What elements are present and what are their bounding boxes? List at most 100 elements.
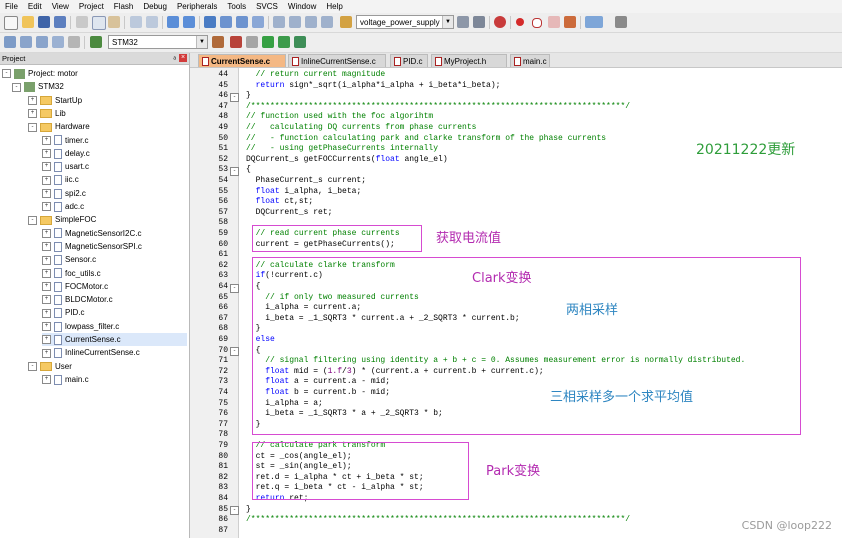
menu-edit[interactable]: Edit — [27, 2, 42, 11]
expand-icon[interactable]: + — [42, 162, 51, 172]
fold-toggle-icon[interactable]: - — [230, 92, 239, 102]
bookmark-next-icon[interactable] — [236, 16, 248, 28]
stop-build-icon[interactable] — [68, 36, 80, 48]
tree-item[interactable]: +Sensor.c — [42, 253, 187, 266]
find-in-files-icon[interactable] — [340, 16, 352, 28]
code-area[interactable]: // return current magnitude return sign*… — [246, 68, 842, 538]
find-icon[interactable] — [457, 16, 469, 28]
fold-toggle-icon[interactable]: - — [230, 283, 239, 293]
expand-icon[interactable]: + — [28, 109, 37, 119]
cut-icon[interactable] — [76, 16, 88, 28]
editor-tab[interactable]: PID.c — [390, 54, 428, 67]
chevron-down-icon[interactable]: ▼ — [442, 16, 453, 28]
collapse-icon[interactable]: - — [28, 361, 37, 371]
breakpoint-enable-icon[interactable] — [532, 18, 542, 28]
tree-item[interactable]: +usart.c — [42, 160, 187, 173]
editor-tab[interactable]: InlineCurrentSense.c — [288, 54, 386, 67]
expand-icon[interactable]: + — [42, 228, 51, 238]
manage-components-icon[interactable] — [246, 36, 258, 48]
tree-item[interactable]: +delay.c — [42, 147, 187, 160]
breakpoint-kill-all-icon[interactable] — [564, 16, 576, 28]
expand-icon[interactable]: + — [42, 268, 51, 278]
paste-icon[interactable] — [108, 16, 120, 28]
menu-project[interactable]: Project — [78, 2, 104, 11]
incremental-find-icon[interactable] — [473, 16, 485, 28]
save-all-icon[interactable] — [54, 16, 66, 28]
expand-icon[interactable]: + — [42, 149, 51, 159]
window-layout-icon[interactable] — [585, 16, 603, 28]
close-icon[interactable]: × — [179, 54, 187, 62]
expand-icon[interactable]: + — [42, 282, 51, 292]
target-combo[interactable]: STM32 ▼ — [108, 35, 208, 49]
collapse-icon[interactable]: - — [12, 82, 21, 92]
pin-icon[interactable]: ᵃ — [173, 56, 176, 63]
new-file-icon[interactable] — [4, 16, 18, 30]
debug-start-icon[interactable] — [494, 16, 506, 28]
indent-icon[interactable] — [273, 16, 285, 28]
bookmark-prev-icon[interactable] — [220, 16, 232, 28]
collapse-icon[interactable]: - — [28, 122, 37, 132]
batch-build-icon[interactable] — [52, 36, 64, 48]
editor-tab[interactable]: CurrentSense.c — [198, 54, 286, 67]
open-folder-icon[interactable] — [22, 16, 34, 28]
tree-item[interactable]: -Hardware — [28, 120, 187, 133]
menu-window[interactable]: Window — [287, 2, 317, 11]
tree-item[interactable]: +timer.c — [42, 134, 187, 147]
menu-peripherals[interactable]: Peripherals — [176, 2, 218, 11]
tree-item[interactable]: +MagneticSensorSPI.c — [42, 240, 187, 253]
outdent-icon[interactable] — [289, 16, 301, 28]
menu-debug[interactable]: Debug — [143, 2, 167, 11]
redo-icon[interactable] — [146, 16, 158, 28]
tree-item[interactable]: +FOCMotor.c — [42, 280, 187, 293]
collapse-icon[interactable]: - — [2, 69, 11, 79]
bookmark-clear-icon[interactable] — [252, 16, 264, 28]
rebuild-icon[interactable] — [36, 36, 48, 48]
tree-item[interactable]: +foc_utils.c — [42, 267, 187, 280]
menu-view[interactable]: View — [51, 2, 69, 11]
tree-item[interactable]: -User — [28, 360, 187, 373]
configure-icon[interactable] — [615, 16, 627, 28]
breakpoint-disable-all-icon[interactable] — [548, 16, 560, 28]
download-icon[interactable] — [90, 36, 102, 48]
expand-icon[interactable]: + — [42, 348, 51, 358]
tree-item[interactable]: +spi2.c — [42, 187, 187, 200]
editor-tab[interactable]: MyProject.h — [431, 54, 507, 67]
undo-icon[interactable] — [130, 16, 142, 28]
expand-icon[interactable]: + — [42, 202, 51, 212]
build-icon[interactable] — [20, 36, 32, 48]
menu-help[interactable]: Help — [326, 2, 343, 11]
menu-flash[interactable]: Flash — [113, 2, 134, 11]
breakpoint-insert-icon[interactable] — [516, 18, 524, 26]
uncomment-icon[interactable] — [321, 16, 333, 28]
tree-item[interactable]: +StartUp — [28, 94, 187, 107]
save-icon[interactable] — [38, 16, 50, 28]
target-options-icon[interactable] — [212, 36, 224, 48]
expand-icon[interactable]: + — [42, 242, 51, 252]
fold-toggle-icon[interactable]: - — [230, 506, 239, 516]
tree-item[interactable]: +InlineCurrentSense.c — [42, 346, 187, 359]
find-combo[interactable]: voltage_power_supply ▼ — [356, 15, 454, 29]
expand-icon[interactable]: + — [42, 295, 51, 305]
expand-icon[interactable]: + — [42, 308, 51, 318]
tree-item[interactable]: +CurrentSense.c — [42, 333, 187, 346]
editor-tab[interactable]: main.c — [510, 54, 550, 67]
tree-item[interactable]: +iic.c — [42, 173, 187, 186]
copy-icon[interactable] — [92, 16, 106, 30]
collapse-icon[interactable]: - — [28, 215, 37, 225]
nav-back-icon[interactable] — [167, 16, 179, 28]
nav-forward-icon[interactable] — [183, 16, 195, 28]
menu-svcs[interactable]: SVCS — [256, 2, 278, 11]
tree-item[interactable]: +lowpass_filter.c — [42, 320, 187, 333]
expand-icon[interactable]: + — [42, 255, 51, 265]
tree-item[interactable]: +BLDCMotor.c — [42, 293, 187, 306]
tree-item[interactable]: +Lib — [28, 107, 187, 120]
tree-item[interactable]: -Project: motor — [2, 67, 187, 80]
chevron-down-icon[interactable]: ▼ — [196, 36, 207, 48]
pack-installer-icon[interactable] — [294, 36, 306, 48]
tree-item[interactable]: +MagneticSensorI2C.c — [42, 227, 187, 240]
tree-item[interactable]: -SimpleFOC — [28, 213, 187, 226]
fold-toggle-icon[interactable]: - — [230, 166, 239, 176]
select-packs-icon[interactable] — [262, 36, 274, 48]
expand-icon[interactable]: + — [42, 375, 51, 385]
